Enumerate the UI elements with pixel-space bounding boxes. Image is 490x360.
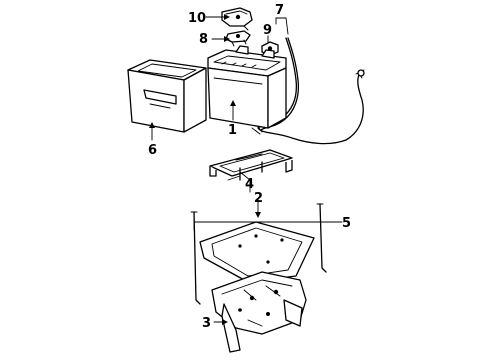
battery	[207, 45, 287, 129]
base-bracket	[211, 271, 307, 353]
leader-lines	[149, 14, 343, 325]
terminal-cover	[221, 7, 253, 31]
callout-3: 3	[202, 316, 211, 331]
terminal-clamp	[225, 30, 251, 47]
callout-1: 1	[228, 123, 237, 138]
hold-down-rods	[190, 203, 327, 305]
callout-5: 5	[342, 216, 351, 231]
callout-2: 2	[254, 191, 263, 206]
callout-6: 6	[148, 143, 157, 158]
hold-down-bracket	[209, 149, 293, 181]
callout-9: 9	[263, 23, 272, 38]
callout-4: 4	[245, 177, 254, 192]
battery-tray-box	[127, 59, 207, 133]
callout-10: 10	[188, 11, 206, 26]
callout-8: 8	[199, 32, 208, 47]
callouts: 10 8 7 9 1 6 4 2 5 3	[148, 3, 351, 331]
callout-7: 7	[275, 3, 284, 18]
tray-plate	[199, 221, 315, 283]
